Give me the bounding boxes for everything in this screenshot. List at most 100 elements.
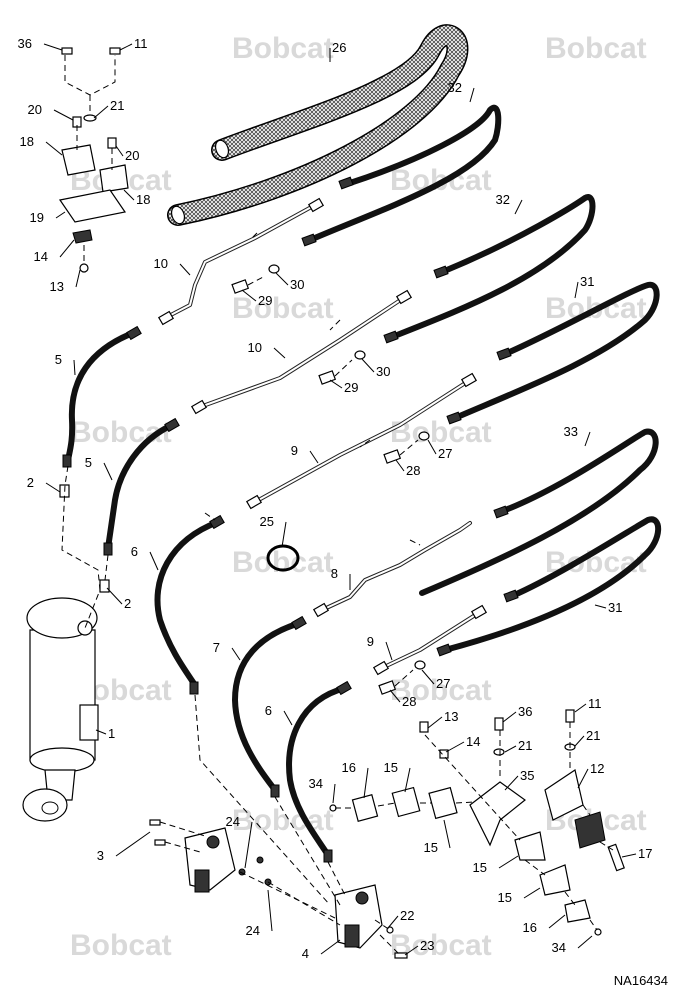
callout-leader xyxy=(283,710,293,726)
callout-30: 30 xyxy=(290,277,304,292)
callout-36: 36 xyxy=(518,704,532,719)
clamp-assembly-top-left xyxy=(58,47,129,273)
callout-12: 12 xyxy=(590,761,604,776)
callout-7: 7 xyxy=(213,640,220,655)
callout-leader xyxy=(267,889,273,932)
callout-5: 5 xyxy=(55,352,62,367)
callout-10: 10 xyxy=(248,340,262,355)
fittings xyxy=(59,176,519,863)
callout-leader xyxy=(385,641,393,661)
callout-19: 19 xyxy=(30,210,44,225)
callout-2: 2 xyxy=(124,596,131,611)
callout-21: 21 xyxy=(586,728,600,743)
callout-leader xyxy=(594,604,607,609)
callout-20: 20 xyxy=(125,148,139,163)
hose-32-upper xyxy=(307,104,502,243)
callout-1: 1 xyxy=(108,726,115,741)
callout-leader xyxy=(574,735,585,747)
watermark-text: Bobcat xyxy=(232,32,334,65)
callout-31: 31 xyxy=(580,274,594,289)
callout-31: 31 xyxy=(608,600,622,615)
callout-leader xyxy=(523,887,541,899)
watermark-text: Bobcat xyxy=(232,292,334,325)
callout-21: 21 xyxy=(110,98,124,113)
callout-leader xyxy=(389,689,401,703)
callout-15: 15 xyxy=(473,860,487,875)
hose-6-left xyxy=(154,519,221,688)
callout-leader xyxy=(45,482,61,493)
callout-leader xyxy=(241,289,257,302)
callout-leader xyxy=(281,521,287,548)
callout-leader xyxy=(577,768,589,789)
callout-leader xyxy=(179,263,191,276)
callout-leader xyxy=(149,551,159,571)
callout-30: 30 xyxy=(376,364,390,379)
callout-leader xyxy=(115,145,124,157)
hose-6-right xyxy=(286,685,348,858)
callout-5: 5 xyxy=(85,455,92,470)
callout-32: 32 xyxy=(496,192,510,207)
callout-leader xyxy=(387,915,399,929)
callout-leader xyxy=(427,716,443,729)
callout-27: 27 xyxy=(438,446,452,461)
callout-35: 35 xyxy=(520,768,534,783)
callout-15: 15 xyxy=(384,760,398,775)
callout-leader xyxy=(514,199,523,215)
callout-2: 2 xyxy=(27,475,34,490)
callout-leader xyxy=(119,43,133,51)
callout-leader xyxy=(574,703,587,713)
callout-18: 18 xyxy=(20,134,34,149)
callout-leader xyxy=(95,729,107,735)
callout-leader xyxy=(273,347,286,359)
callout-leader xyxy=(427,439,437,455)
callout-leader xyxy=(332,783,336,804)
callout-leader xyxy=(320,939,341,955)
callout-leader xyxy=(621,853,637,858)
hose-32-lower xyxy=(389,194,596,340)
callout-14: 14 xyxy=(466,734,480,749)
callout-leader xyxy=(73,359,76,376)
callout-20: 20 xyxy=(28,102,42,117)
callout-leader xyxy=(502,711,517,723)
callout-13: 13 xyxy=(444,709,458,724)
callout-28: 28 xyxy=(402,694,416,709)
callout-leader xyxy=(43,43,63,51)
callout-leader xyxy=(361,358,375,373)
callout-24: 24 xyxy=(246,923,260,938)
callout-29: 29 xyxy=(258,293,272,308)
callout-14: 14 xyxy=(34,249,48,264)
watermark-text: Bobcat xyxy=(390,674,492,707)
assembly-lines xyxy=(61,55,614,956)
callout-6: 6 xyxy=(131,544,138,559)
callout-leader xyxy=(404,767,411,793)
callout-9: 9 xyxy=(367,634,374,649)
callout-11: 11 xyxy=(588,696,602,711)
callout-15: 15 xyxy=(424,840,438,855)
hose-31-lower xyxy=(442,516,662,653)
callout-leader xyxy=(103,462,113,481)
callout-26: 26 xyxy=(332,40,346,55)
callout-leader xyxy=(123,189,135,201)
callout-leader xyxy=(363,767,369,799)
callout-11: 11 xyxy=(134,36,148,51)
hose-31-upper xyxy=(452,281,660,421)
callout-33: 33 xyxy=(564,424,578,439)
callout-leader xyxy=(548,914,566,929)
callout-16: 16 xyxy=(342,760,356,775)
callout-34: 34 xyxy=(309,776,323,791)
callout-leader xyxy=(309,450,319,464)
callout-15: 15 xyxy=(498,890,512,905)
callout-3: 3 xyxy=(97,848,104,863)
callout-labels: 1223455667899101011111213131414151515151… xyxy=(18,36,653,961)
callout-leader xyxy=(244,821,253,869)
valve-3 xyxy=(184,827,236,893)
callout-29: 29 xyxy=(344,380,358,395)
clamp-assembly-bottom-right xyxy=(329,709,625,936)
callout-32: 32 xyxy=(448,80,462,95)
watermark-text: Bobcat xyxy=(545,32,647,65)
watermark-text: Bobcat xyxy=(70,929,172,962)
callout-leader xyxy=(55,211,66,219)
callout-leader xyxy=(59,239,75,258)
callout-leader xyxy=(115,831,151,857)
cylinder-1 xyxy=(22,597,99,822)
